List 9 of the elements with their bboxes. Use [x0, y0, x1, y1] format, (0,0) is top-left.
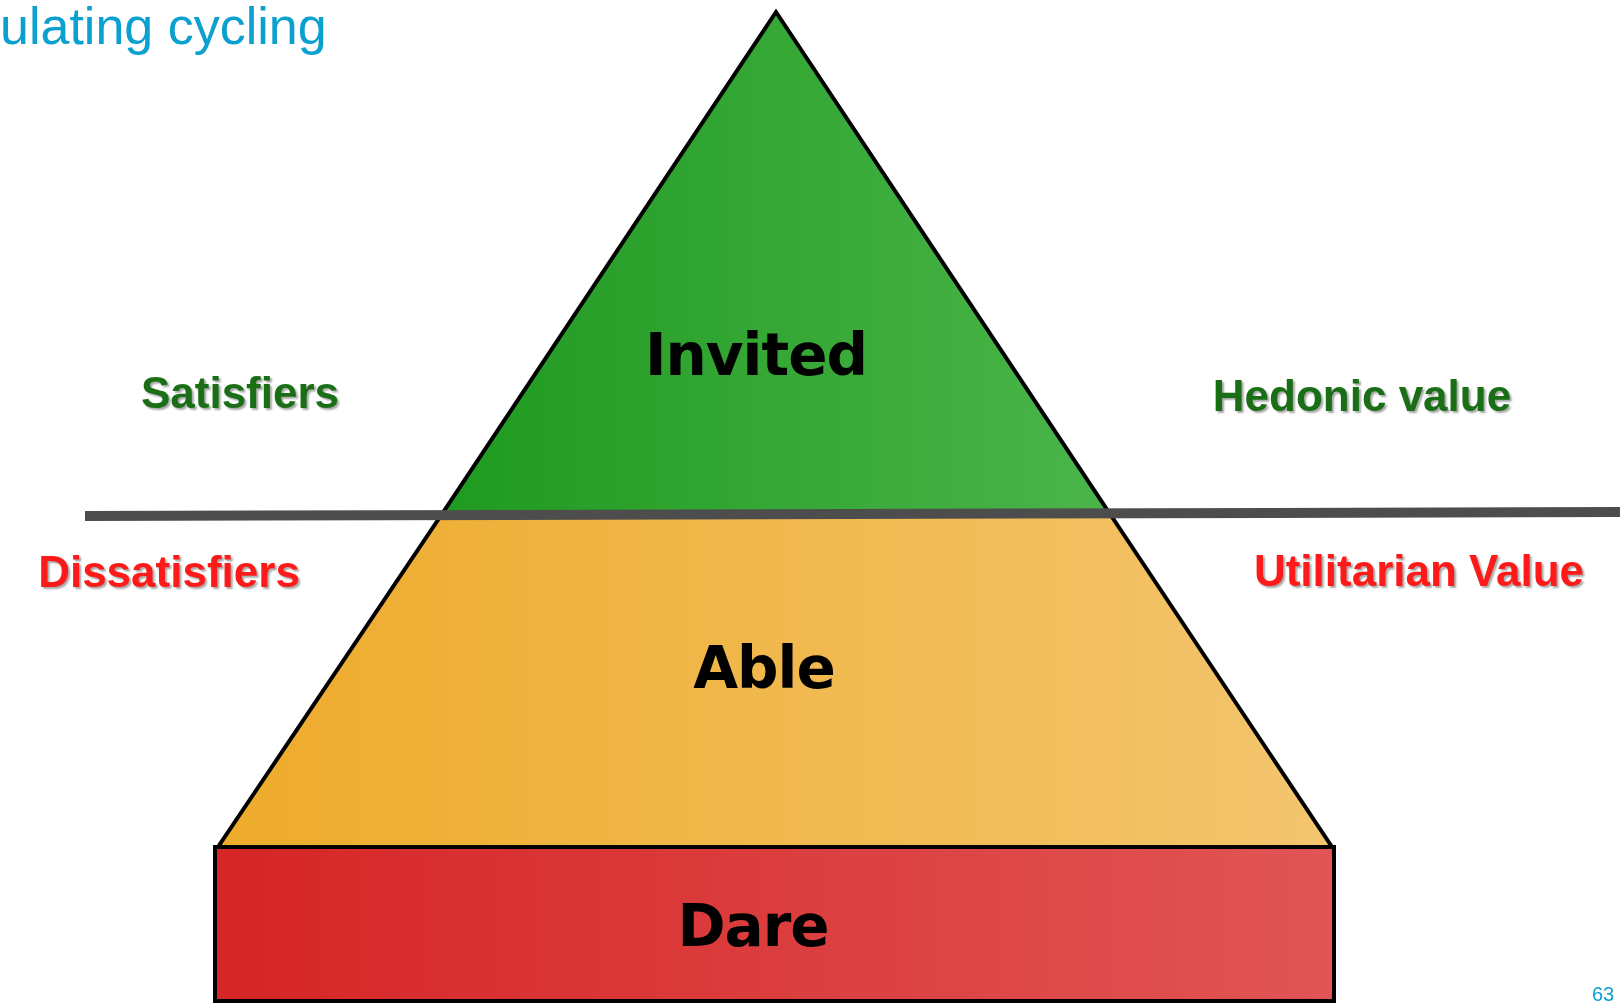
slide-title: ulating cycling	[0, 0, 327, 56]
level-label: Invited	[644, 321, 868, 389]
side-label: Hedonic value	[1212, 371, 1512, 421]
side-label: Utilitarian Value	[1253, 546, 1585, 596]
side-label: Satisfiers	[140, 368, 340, 418]
level-label: Able	[693, 634, 835, 702]
page-number: 63	[1591, 982, 1615, 1003]
side-label: Dissatisfiers	[38, 547, 300, 597]
level-label: Dare	[677, 892, 829, 960]
